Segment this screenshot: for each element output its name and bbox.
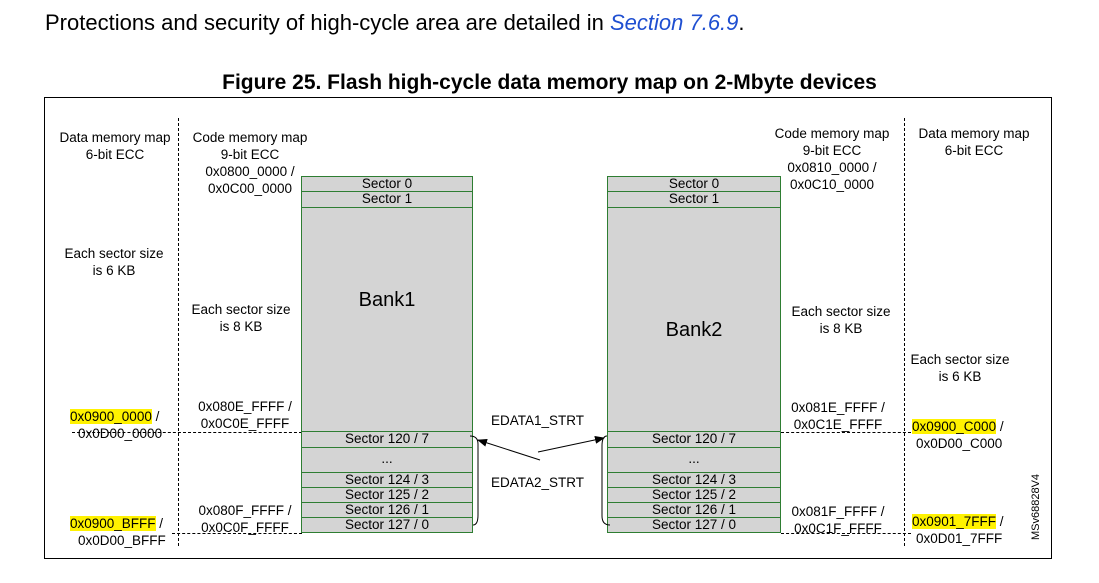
edata2-bracket <box>601 435 611 526</box>
left-addr-e-line1: 0x080E_FFFF / <box>198 399 292 414</box>
left-data-sector-size: Each sector size is 6 KB <box>58 245 170 279</box>
left-data-sector-size-line2: is 6 KB <box>92 263 136 278</box>
right-code-map-title: Code memory map <box>774 126 890 141</box>
left-addr-e-line2: 0x0C0E_FFFF <box>200 416 290 431</box>
right-code-sector-size-line1: Each sector size <box>791 304 891 319</box>
left-data-sector-size-line1: Each sector size <box>64 246 164 261</box>
left-data-map-label: Data memory map 6-bit ECC <box>55 129 175 163</box>
right-addr-e-line1: 0x081E_FFFF / <box>791 400 885 415</box>
right-data-end-highlight: 0x0901_7FFF <box>912 514 997 529</box>
right-code-start-addr: 0x0810_0000 / <box>787 160 877 175</box>
bank2-label: Bank2 <box>665 319 723 341</box>
edata1-bracket <box>469 435 479 526</box>
left-data-start-sep: / <box>151 409 160 424</box>
bank2-sector-125: Sector 125 / 2 <box>607 487 781 503</box>
bank1-sector-125: Sector 125 / 2 <box>301 487 473 503</box>
left-code-map-title: Code memory map <box>192 130 308 145</box>
left-code-start-alias: 0x0C00_0000 <box>207 181 293 196</box>
left-data-map-title: Data memory map <box>59 130 171 145</box>
right-data-map-label: Data memory map 6-bit ECC <box>910 125 1038 159</box>
right-data-sector-size-line2: is 6 KB <box>938 369 982 384</box>
left-data-end-alias: 0x0D00_BFFF <box>78 533 166 548</box>
left-separator-line <box>178 118 179 546</box>
left-code-sector-size-line2: is 8 KB <box>219 319 263 334</box>
bank2-sector-1: Sector 1 <box>607 191 781 208</box>
edata1-label: EDATA1_STRT <box>491 413 585 428</box>
section-link[interactable]: Section 7.6.9 <box>609 10 739 35</box>
left-code-sector-size: Each sector size is 8 KB <box>184 301 298 335</box>
left-code-map-label: Code memory map 9-bit ECC 0x0800_0000 / … <box>184 129 316 197</box>
left-data-end-sep: / <box>155 516 164 531</box>
right-code-sector-size-line2: is 8 KB <box>819 321 863 336</box>
left-code-start-addr: 0x0800_0000 / <box>205 164 295 179</box>
left-boundary-top <box>72 432 302 433</box>
bank2-sector-127: Sector 127 / 0 <box>607 517 781 533</box>
figure-title: Figure 25. Flash high-cycle data memory … <box>222 71 877 94</box>
right-code-map-ecc: 9-bit ECC <box>802 143 862 158</box>
right-data-end-alias: 0x0D01_7FFF <box>916 531 1003 546</box>
right-data-sector-size: Each sector size is 6 KB <box>905 351 1015 385</box>
left-data-start: 0x0900_0000 / 0x0D00_0000 <box>70 408 162 442</box>
right-data-end-sep: / <box>996 514 1004 529</box>
edata2-label: EDATA2_STRT <box>491 475 585 490</box>
intro-end: . <box>738 10 745 35</box>
intro-paragraph: Protections and security of high-cycle a… <box>45 12 745 34</box>
bank1-sector-127: Sector 127 / 0 <box>301 517 473 533</box>
left-data-end: 0x0900_BFFF / 0x0D00_BFFF <box>70 515 166 549</box>
bank1-sector-1: Sector 1 <box>301 191 473 208</box>
right-code-sector-size: Each sector size is 8 KB <box>786 303 896 337</box>
right-data-start-alias: 0x0D00_C000 <box>916 436 1003 451</box>
intro-text: Protections and security of high-cycle a… <box>45 10 610 35</box>
left-data-end-highlight: 0x0900_BFFF <box>70 516 156 531</box>
right-data-start-sep: / <box>996 419 1004 434</box>
left-boundary-bottom <box>172 533 302 534</box>
bank1-label: Bank1 <box>358 289 416 311</box>
left-addr-f-line1: 0x080F_FFFF / <box>198 503 292 518</box>
right-boundary-top <box>781 432 911 433</box>
figure-frame <box>44 97 1052 559</box>
right-code-start-alias: 0x0C10_0000 <box>789 177 875 192</box>
right-data-map-title: Data memory map <box>918 126 1030 141</box>
right-data-start-highlight: 0x0900_C000 <box>912 419 997 434</box>
left-code-sector-size-line1: Each sector size <box>191 302 291 317</box>
right-separator-line <box>904 118 905 546</box>
left-data-map-ecc: 6-bit ECC <box>85 147 145 162</box>
right-addr-e: 0x081E_FFFF / 0x0C1E_FFFF <box>783 399 893 433</box>
right-data-end: 0x0901_7FFF / 0x0D01_7FFF <box>912 513 1004 547</box>
edata1-arrow <box>537 435 605 453</box>
right-addr-f-line1: 0x081F_FFFF / <box>791 504 885 519</box>
right-data-start: 0x0900_C000 / 0x0D00_C000 <box>912 418 1004 452</box>
figure-id: MSv68828V4 <box>1030 473 1042 540</box>
left-data-start-alias: 0x0D00_0000 <box>78 426 163 441</box>
right-boundary-bottom <box>781 533 911 534</box>
right-addr-e-line2: 0x0C1E_FFFF <box>793 417 883 432</box>
right-code-map-label: Code memory map 9-bit ECC 0x0810_0000 / … <box>767 125 897 193</box>
left-addr-f-line2: 0x0C0F_FFFF <box>201 520 289 535</box>
left-addr-f: 0x080F_FFFF / 0x0C0F_FFFF <box>190 502 300 536</box>
left-data-start-highlight: 0x0900_0000 <box>70 409 152 424</box>
right-addr-f-line2: 0x0C1F_FFFF <box>794 521 882 536</box>
bank1-sector-0: Sector 0 <box>301 176 473 192</box>
left-addr-e: 0x080E_FFFF / 0x0C0E_FFFF <box>190 398 300 432</box>
right-addr-f: 0x081F_FFFF / 0x0C1F_FFFF <box>783 503 893 537</box>
right-data-map-ecc: 6-bit ECC <box>944 143 1004 158</box>
left-code-map-ecc: 9-bit ECC <box>220 147 280 162</box>
edata2-arrow <box>477 438 541 461</box>
right-data-sector-size-line1: Each sector size <box>910 352 1010 367</box>
